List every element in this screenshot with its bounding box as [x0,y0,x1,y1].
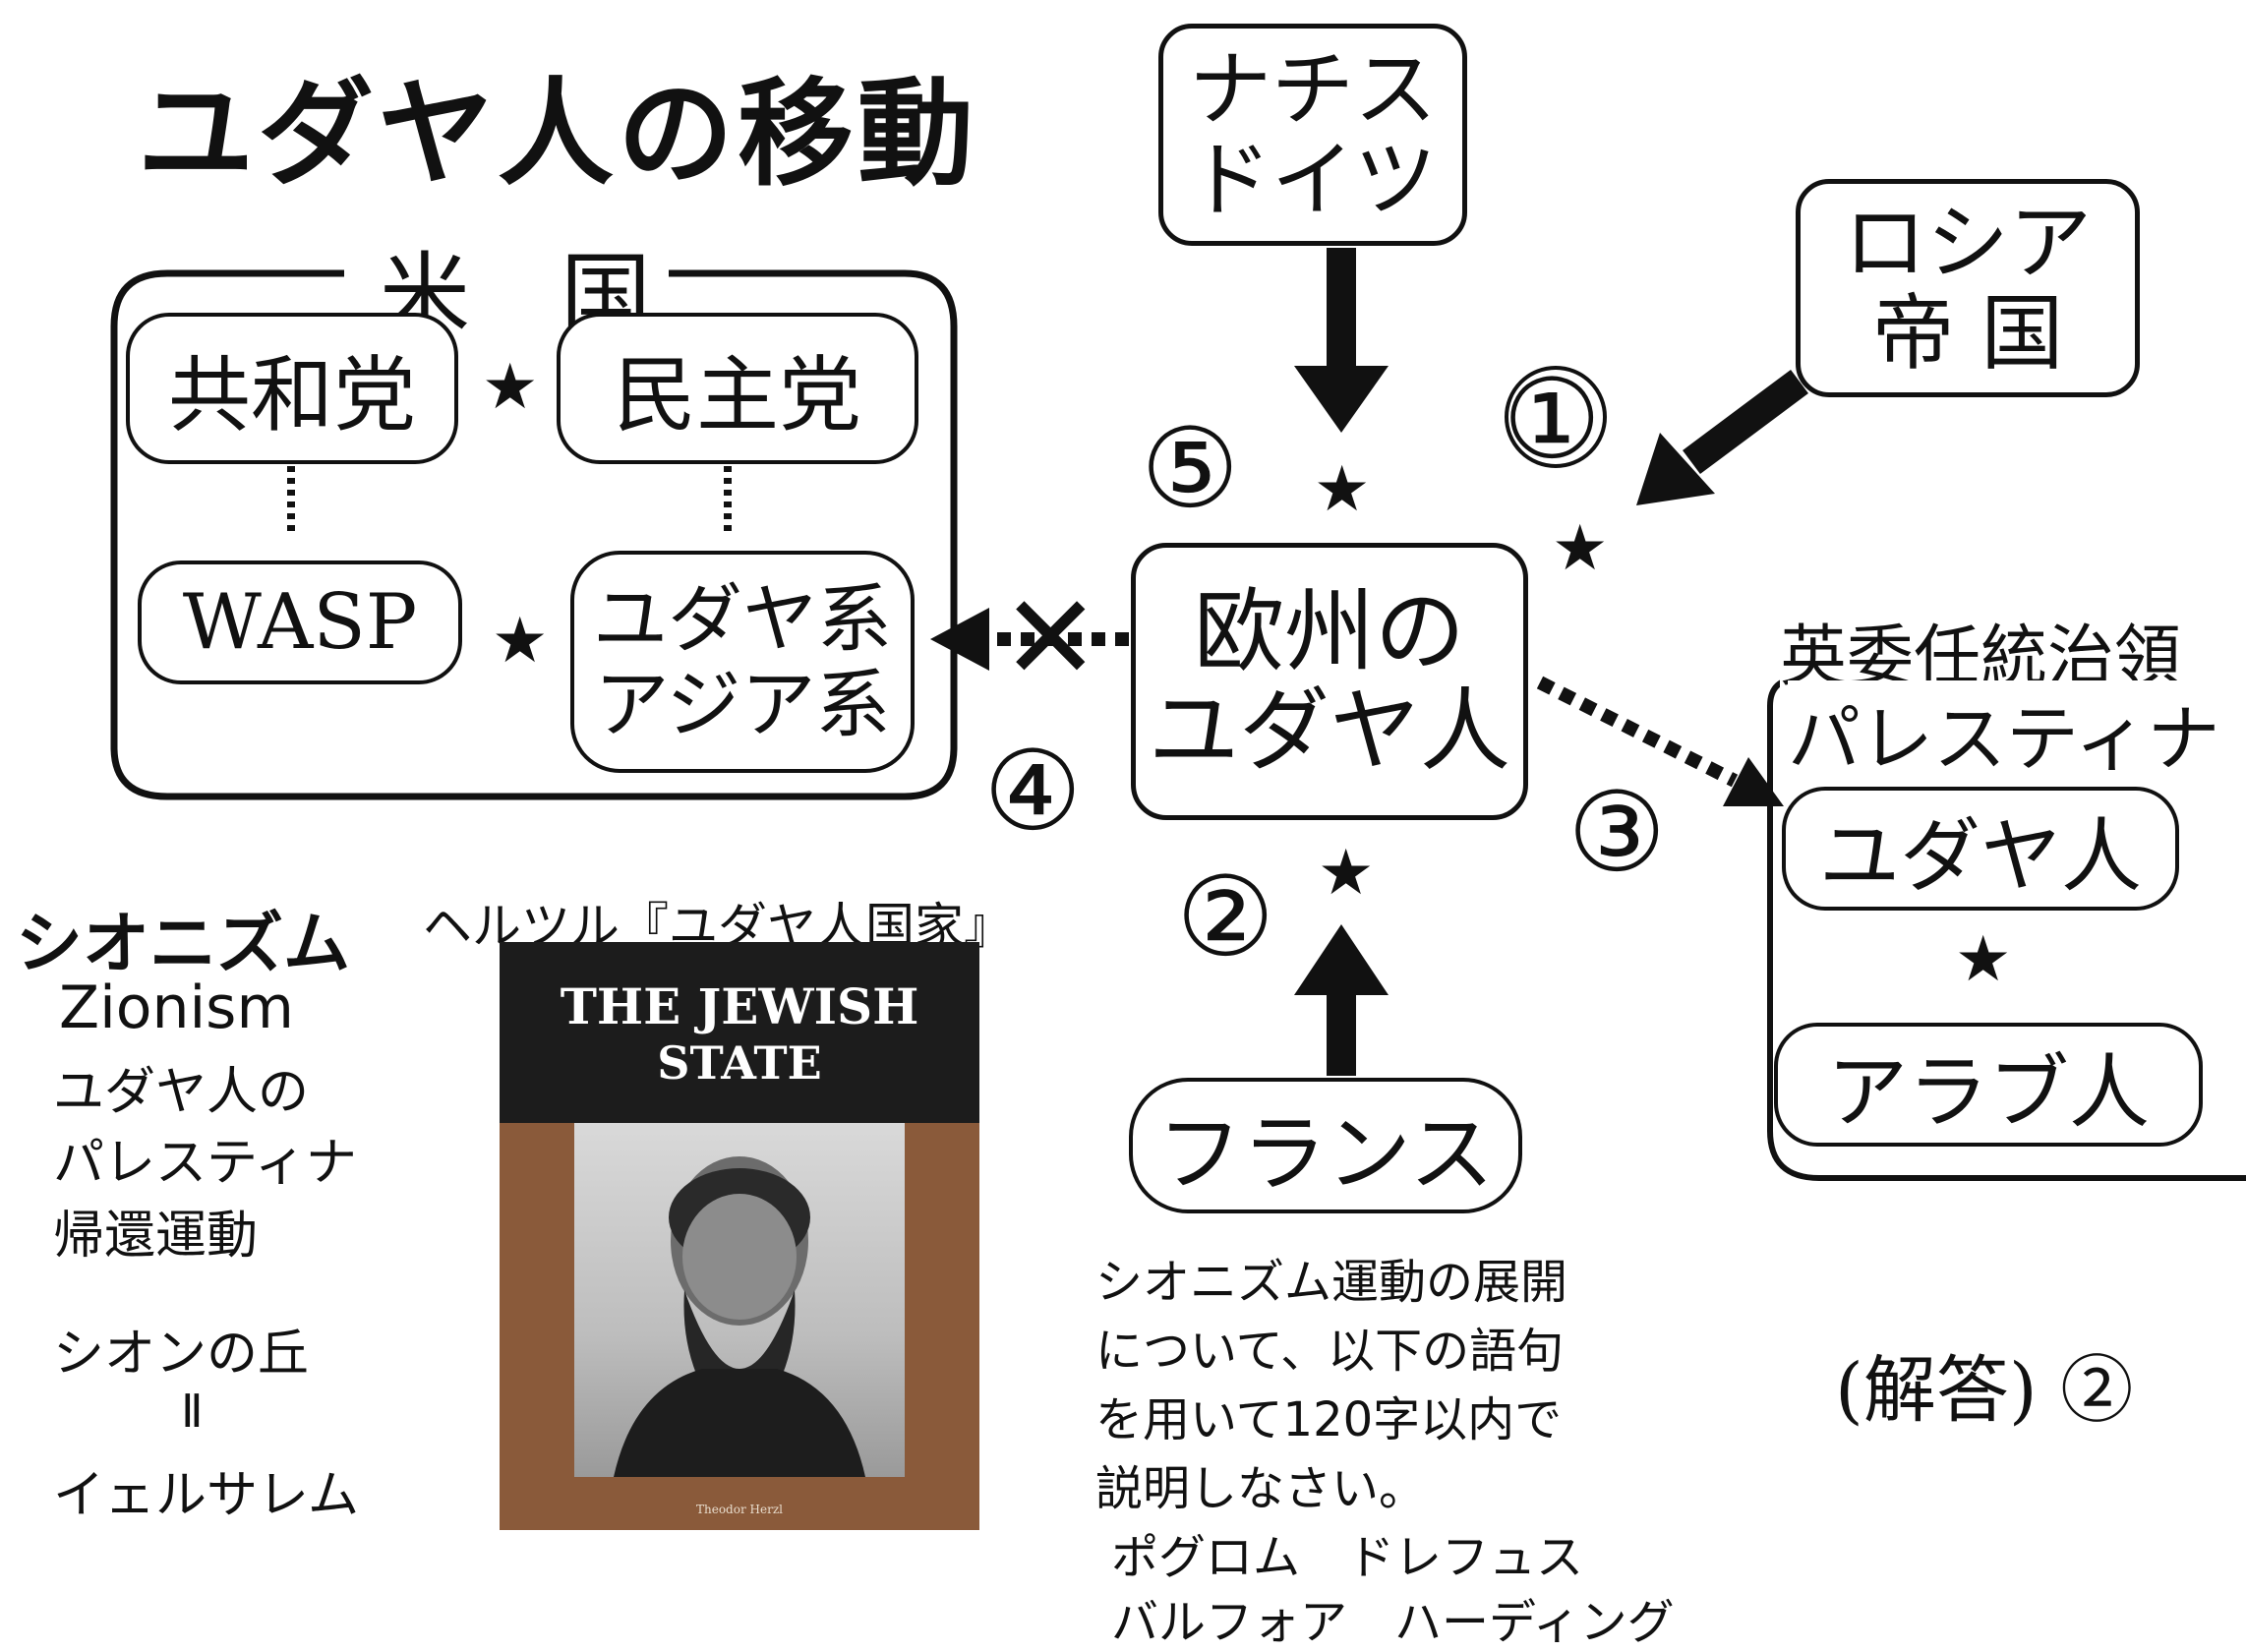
europe-line1: 欧州の [1193,578,1465,684]
book-title-1: THE JEWISH [560,977,919,1035]
wasp-label: WASP [182,578,418,667]
nazi-germany-box: ナチス ドイツ [1158,24,1467,246]
zionism-heading: シオニズム [16,906,351,983]
number-3: ③ [1567,769,1667,897]
russia-line1: ロシア [1843,194,2092,291]
zionism-desc-2: パレスティナ [53,1134,357,1193]
number-1-glyph: ① [1503,356,1602,484]
republican-party: 共和党 [126,313,458,464]
republican-label: 共和党 [167,346,416,443]
europe-line2: ユダヤ人 [1148,678,1510,784]
blocked-cross-icon: ✕ [1001,570,1100,707]
book-brown-panel: Theodor Herzl [500,1123,979,1530]
number-4: ④ [983,728,1083,856]
portrait-figure [614,1156,865,1477]
european-jews-box: 欧州の ユダヤ人 [1131,543,1528,820]
palestine-jews: ユダヤ人 [1782,787,2179,911]
zion-jerusalem: イェルサレム [53,1466,359,1525]
number-1: ① [1505,366,1607,468]
number-2: ② [1176,854,1275,981]
number-5: ⑤ [1141,405,1240,533]
star-parties: ★ [482,351,539,424]
arrow-russia [1683,369,1808,475]
book-title-2: STATE [657,1036,822,1090]
question-terms-1: ポグロム ドレフュス [1111,1530,1584,1585]
question-line-4: 説明しなさい。 [1095,1461,1427,1516]
star-nazi: ★ [1314,453,1371,526]
star-france: ★ [1318,837,1375,910]
jewish-asian-group: ユダヤ系 アジア系 [570,551,915,773]
question-line-2: について、以下の語句 [1095,1324,1565,1379]
russia-line2: 帝 国 [1871,285,2064,382]
star-groups: ★ [492,605,549,678]
democratic-party: 民主党 [557,313,918,464]
book-author: Theodor Herzl [696,1503,783,1516]
question-terms-2: バルフォア ハーディング [1111,1595,1675,1650]
question-line-1: シオニズム運動の展開 [1095,1255,1568,1310]
zion-hill: シオンの丘 [53,1325,310,1384]
book-cover-image: THE JEWISH STATE Theodor Herzl [500,942,979,1530]
democrat-label: 民主党 [613,346,861,443]
usa-frame [110,269,958,800]
jewish-asian-line1: ユダヤ系 [593,574,892,663]
zionism-desc-3: 帰還運動 [53,1207,259,1266]
question-line-3: を用いて120字以内で [1095,1392,1563,1447]
star-russia: ★ [1552,512,1609,585]
page-title: ユダヤ人の移動 [138,66,978,202]
france-label: フランス [1156,1104,1495,1204]
palestine-label-2: パレスティナ [1788,680,2220,786]
wasp-group: WASP [138,560,462,684]
jewish-asian-line2: アジア系 [594,661,891,748]
nazi-line1: ナチス [1188,40,1437,138]
russian-empire-box: ロシア 帝 国 [1796,179,2140,397]
zion-equals: Ⅱ [181,1385,204,1438]
answer-text: (解答) ② [1835,1348,2134,1433]
france-box: フランス [1129,1078,1522,1213]
zionism-desc-1: ユダヤ人の [53,1063,310,1122]
star-palestine: ★ [1955,923,2012,996]
palestine-arabs: アラブ人 [1774,1023,2203,1147]
palestine-jews-label: ユダヤ人 [1818,809,2142,904]
palestine-arabs-label: アラブ人 [1826,1045,2150,1140]
portrait-photo [574,1123,905,1477]
nazi-line2: ドイツ [1188,132,1437,228]
arrow-to-palestine [1536,676,1739,788]
zionism-english: Zionism [59,974,294,1042]
